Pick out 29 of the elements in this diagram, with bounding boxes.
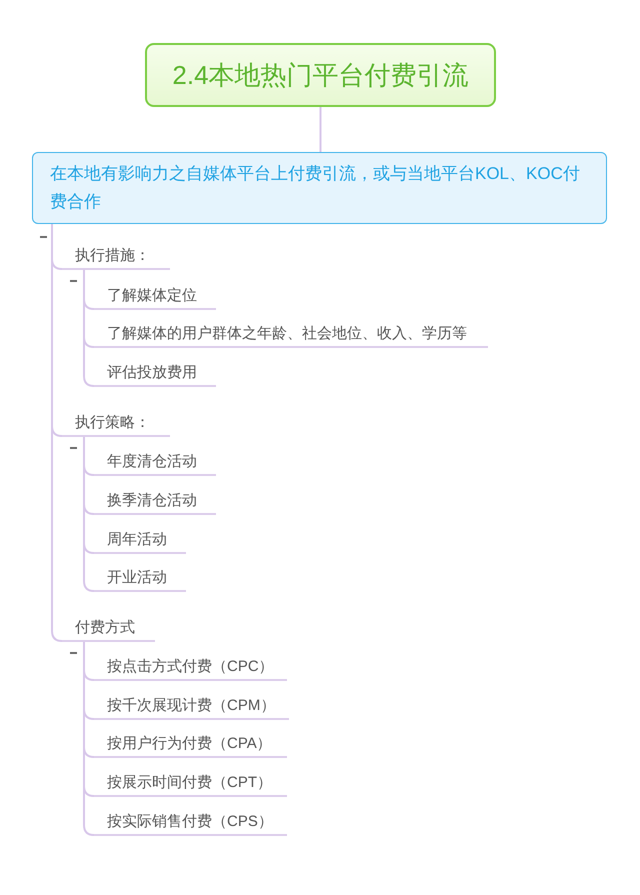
underlined-topic: 执行策略：	[62, 411, 170, 437]
underlined-topic: 按用户行为付费（CPA）	[94, 732, 287, 758]
underlined-topic: 按千次展现计费（CPM）	[94, 694, 289, 720]
underlined-topic: 按实际销售付费（CPS）	[94, 810, 287, 836]
branch-line	[83, 746, 95, 758]
underlined-topic: 按点击方式付费（CPC）	[94, 655, 287, 681]
branch-line	[51, 258, 63, 270]
branch-line	[83, 336, 95, 348]
underlined-topic: 开业活动	[94, 566, 186, 592]
underlined-topic: 换季清仓活动	[94, 489, 216, 515]
topic-box: 在本地有影响力之自媒体平台上付费引流，或与当地平台KOL、KOC付费合作	[32, 152, 607, 224]
branch-line	[83, 464, 95, 476]
branch-line	[83, 542, 95, 554]
branch-line	[51, 426, 63, 437]
branch-line	[83, 670, 95, 681]
central-topic-box: 2.4本地热门平台付费引流	[145, 43, 496, 107]
underlined-topic: 按展示时间付费（CPT）	[94, 771, 287, 797]
underlined-topic: 年度清仓活动	[94, 450, 216, 476]
underlined-topic: 评估投放费用	[94, 361, 216, 387]
underlined-topic: 了解媒体定位	[94, 284, 216, 310]
branch-line	[83, 708, 95, 720]
branch-line	[83, 786, 95, 797]
branch-line	[320, 107, 322, 152]
underlined-topic: 执行措施：	[62, 244, 170, 270]
branch-line	[83, 298, 95, 310]
underlined-topic: 了解媒体的用户群体之年龄、社会地位、收入、学历等	[94, 322, 488, 348]
underlined-topic: 付费方式	[62, 616, 155, 642]
branch-line	[83, 504, 95, 515]
underlined-topic: 周年活动	[94, 528, 186, 554]
